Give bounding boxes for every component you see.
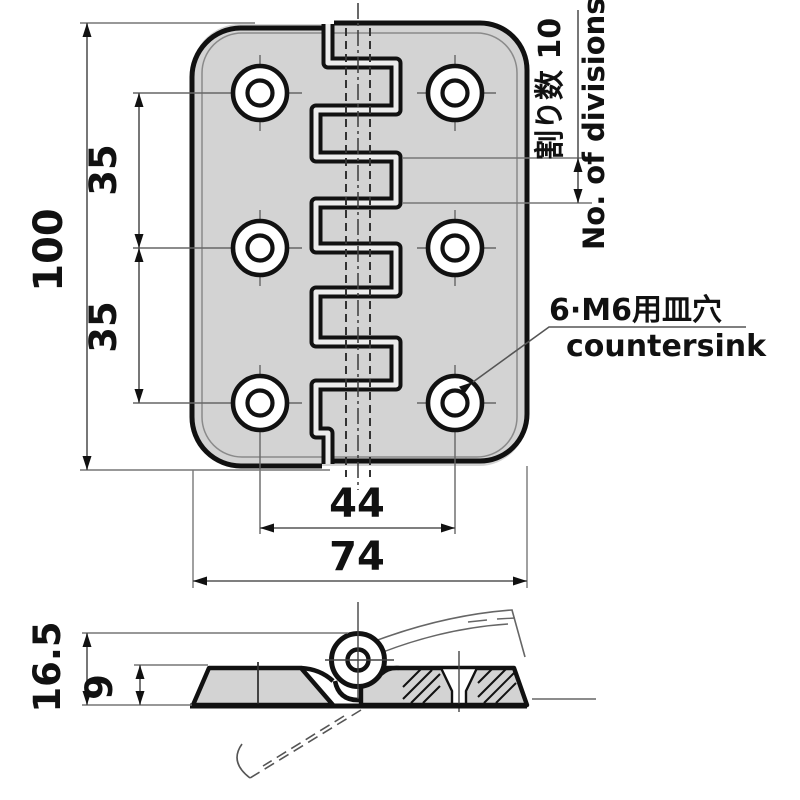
dim-label-9: 9 — [78, 674, 121, 700]
dim-label-44: 44 — [329, 481, 385, 527]
arrow-9-bottom — [135, 691, 145, 705]
note-countersink-en: countersink — [566, 329, 767, 364]
phantom-dash-1 — [467, 619, 488, 623]
note-divisions-en: No. of divisions — [577, 0, 611, 250]
arrow-100-top — [82, 23, 92, 37]
phantom-lower-line-1 — [249, 709, 362, 779]
countersink-hole — [230, 63, 290, 123]
phantom-open-leaf-outline — [374, 609, 526, 658]
arrow-16-5-top — [82, 633, 92, 647]
phantom-lower-hook — [236, 743, 251, 779]
arrow-100-bottom — [82, 456, 92, 470]
dim-label-74: 74 — [329, 534, 385, 580]
note-countersink-jp: 6·M6用皿穴 — [549, 293, 722, 328]
hinge-plate-inner-edge — [201, 32, 518, 458]
leaf-right-outline — [334, 20, 530, 464]
arrow-countersink-leader — [459, 382, 473, 394]
knuckle-comb — [309, 24, 403, 464]
dim-label-16-5: 16.5 — [26, 621, 69, 712]
leaf-left-outline — [189, 25, 322, 469]
phantom-lower-line-2 — [262, 715, 345, 767]
arrow-35-mid-down — [134, 234, 144, 248]
knuckle-curl-hook — [332, 680, 361, 703]
dim-label-100: 100 — [26, 208, 72, 292]
arrow-44-left — [260, 523, 274, 533]
arrow-16-5-bottom — [82, 691, 92, 705]
arrow-35-top — [134, 93, 144, 107]
arrow-division-bottom — [573, 189, 583, 203]
countersink-hole — [425, 373, 485, 433]
arrow-35-bottom — [134, 389, 144, 403]
dimensions-side-view: 16.5 9 — [26, 621, 348, 713]
section-hatching — [402, 668, 517, 704]
side-leaf-left — [190, 665, 336, 708]
knuckle-curl-right — [379, 665, 400, 676]
countersink-hole — [230, 373, 290, 433]
side-view — [190, 602, 596, 779]
dim-label-35-top: 35 — [82, 144, 125, 196]
arrow-74-right — [513, 576, 527, 586]
phantom-dash-2 — [496, 617, 516, 620]
countersink-hole — [230, 218, 290, 278]
phantom-open-leaf-inner — [382, 623, 509, 653]
top-view — [133, 3, 530, 534]
knuckle-cut-clearance — [313, 24, 399, 464]
leader-countersink — [472, 326, 746, 383]
arrow-9-top — [135, 665, 145, 679]
dim-label-35-bottom: 35 — [82, 301, 125, 353]
countersink-holes — [230, 63, 485, 433]
dimensions-top-view: 100 35 35 44 74 割り数 10 No. of divisions … — [26, 0, 767, 588]
arrow-74-left — [193, 576, 207, 586]
countersink-hole — [425, 218, 485, 278]
note-divisions-jp: 割り数 10 — [533, 18, 568, 160]
countersink-hole — [425, 63, 485, 123]
arrow-division-top — [573, 158, 583, 172]
knuckle-curl-left — [300, 665, 335, 683]
arrow-35-mid-up — [134, 248, 144, 262]
arrow-44-right — [441, 523, 455, 533]
